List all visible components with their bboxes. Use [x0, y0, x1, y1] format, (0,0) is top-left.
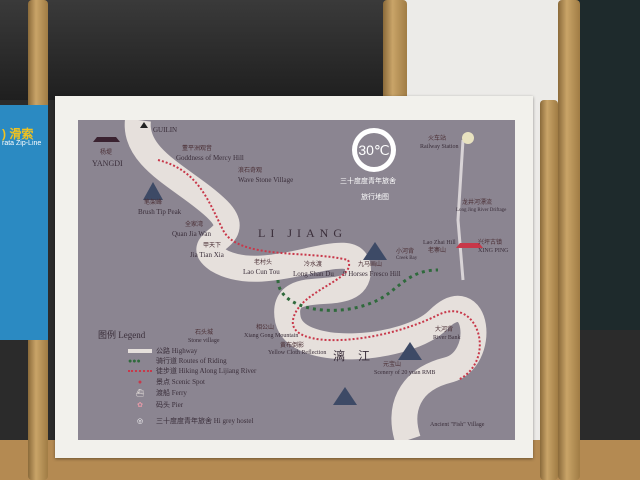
place-guilin: GUILIN [153, 126, 178, 134]
place-creek-bay: Creek Bay [396, 256, 418, 261]
place-creek-bay-zh: 小河背 [396, 249, 415, 255]
place-lao-zhai: Lao Zhai Hill [423, 240, 456, 246]
map-subtitle: 旅行地图 [361, 193, 389, 201]
place-mercy-hill: Goddness of Mercy Hill [176, 154, 244, 162]
place-yellow-cloth-zh: 黄布倒影 [280, 343, 305, 349]
place-mercy-hill-zh: 董平洲观音 [182, 146, 213, 152]
place-brush-tip-zh: 笔架峰 [144, 200, 163, 206]
bamboo-pole [540, 100, 558, 480]
ferry-icon: ⛴ [135, 389, 145, 397]
place-wave-stone-zh: 浪石奇观 [238, 168, 263, 174]
railway-station-icon [462, 132, 474, 144]
legend-pier: ✿码头 Pier [128, 400, 183, 410]
map-area: GUILIN 杨堤 YANGDI 董平洲观音 Goddness of Mercy… [78, 120, 515, 440]
pagoda-gate-icon [456, 243, 483, 248]
north-arrow-icon [140, 122, 148, 128]
place-lao-cun-tou: Lao Cun Tou [243, 268, 280, 276]
place-jia-tian-xia-zh: 甲天下 [203, 243, 222, 249]
hostel-logo: 30℃ [352, 128, 396, 172]
li-river [124, 120, 487, 440]
place-nine-horses-zh: 九马画山 [358, 262, 383, 268]
hostel-icon: ◎ [136, 417, 144, 425]
pier-icon: ✿ [137, 401, 143, 409]
place-river-bank-zh: 大河背 [435, 327, 454, 333]
riding-route [276, 268, 439, 312]
place-long-shan-du-zh: 冷水渡 [304, 262, 323, 268]
place-yangdi: YANGDI [92, 159, 123, 168]
bamboo-pole [383, 0, 407, 100]
place-railway-zh: 火车站 [428, 136, 447, 142]
legend-hiking: 徒步道 Hiking Along Lijiang River [128, 366, 256, 376]
place-20-yuan-zh: 元宝山 [383, 362, 402, 368]
highway-swatch [128, 349, 152, 353]
place-xiang-gong-zh: 相公山 [256, 325, 275, 331]
place-stone-village: Stone village [188, 338, 220, 344]
scenic-spot-icon: ● [137, 378, 143, 386]
flyer-subtitle: rata Zip-Line [2, 140, 42, 147]
place-jia-tian-xia: Jia Tian Xia [190, 251, 224, 259]
mountain-icon [363, 242, 387, 260]
place-long-jing: Long Jing River Driftage [456, 208, 507, 213]
place-yellow-cloth: Yellow Cloth Reflection [268, 350, 327, 356]
place-railway: Railway Station [420, 144, 459, 150]
place-stone-village-zh: 石头城 [195, 330, 214, 336]
place-xiang-gong: Xiang Gong Mountain [244, 333, 299, 339]
place-nine-horses: 9 Horses Fresco Hill [343, 270, 401, 278]
place-zh: 杨堤 [100, 150, 113, 156]
place-xing-ping-zh: 兴坪古镇 [478, 240, 503, 246]
river-map [93, 120, 487, 440]
place-fish-village: Ancient "Fish" Village [430, 422, 485, 428]
legend-riding: ●●●骑行道 Routes of Riding [128, 357, 227, 365]
legend-ferry: ⛴渡船 Ferry [128, 388, 187, 398]
bamboo-pole [558, 0, 580, 480]
map-title: 三十度度青年旅舍 [340, 177, 396, 185]
place-quan-jia-wan: Quan Jia Wan [172, 230, 211, 238]
highway [456, 139, 465, 281]
legend-title: 图例 Legend [98, 330, 146, 340]
wall-artwork [570, 0, 640, 330]
place-20-yuan: Scenery of 20 yuan RMB [374, 370, 436, 376]
place-long-shan-du: Long Shan Du [293, 270, 334, 278]
mountain-icon [143, 182, 163, 200]
hiking-swatch [128, 370, 152, 373]
legend-scenic: ●景点 Scenic Spot [128, 377, 205, 387]
place-wave-stone: Wave Stone Village [238, 176, 294, 184]
place-lao-zhai-zh: 老寨山 [428, 248, 447, 254]
place-lao-cun-tou-zh: 老村头 [254, 260, 273, 266]
mountain-icon [333, 387, 357, 405]
place-xing-ping: XING PING [478, 248, 509, 254]
zipline-flyer [0, 105, 48, 340]
river-name: LI JIANG [258, 226, 347, 240]
mountain-icon [398, 342, 422, 360]
river-name-zh: 漓 江 [333, 349, 376, 363]
flyer-title: ) 滑索 [2, 127, 34, 141]
legend-hostel: ◎三十度度青年旅舍 Hi grey hostel [128, 416, 253, 426]
legend-highway: 公路 Highway [128, 346, 197, 356]
place-long-jing-zh: 龙井河漂流 [462, 200, 493, 206]
place-brush-tip: Brush Tip Peak [138, 208, 182, 216]
pagoda-gate-icon [93, 137, 120, 142]
place-quan-jia-wan-zh: 全家湾 [185, 222, 204, 228]
place-river-bank: River Bank [433, 335, 461, 341]
riding-swatch: ●●● [128, 357, 141, 365]
